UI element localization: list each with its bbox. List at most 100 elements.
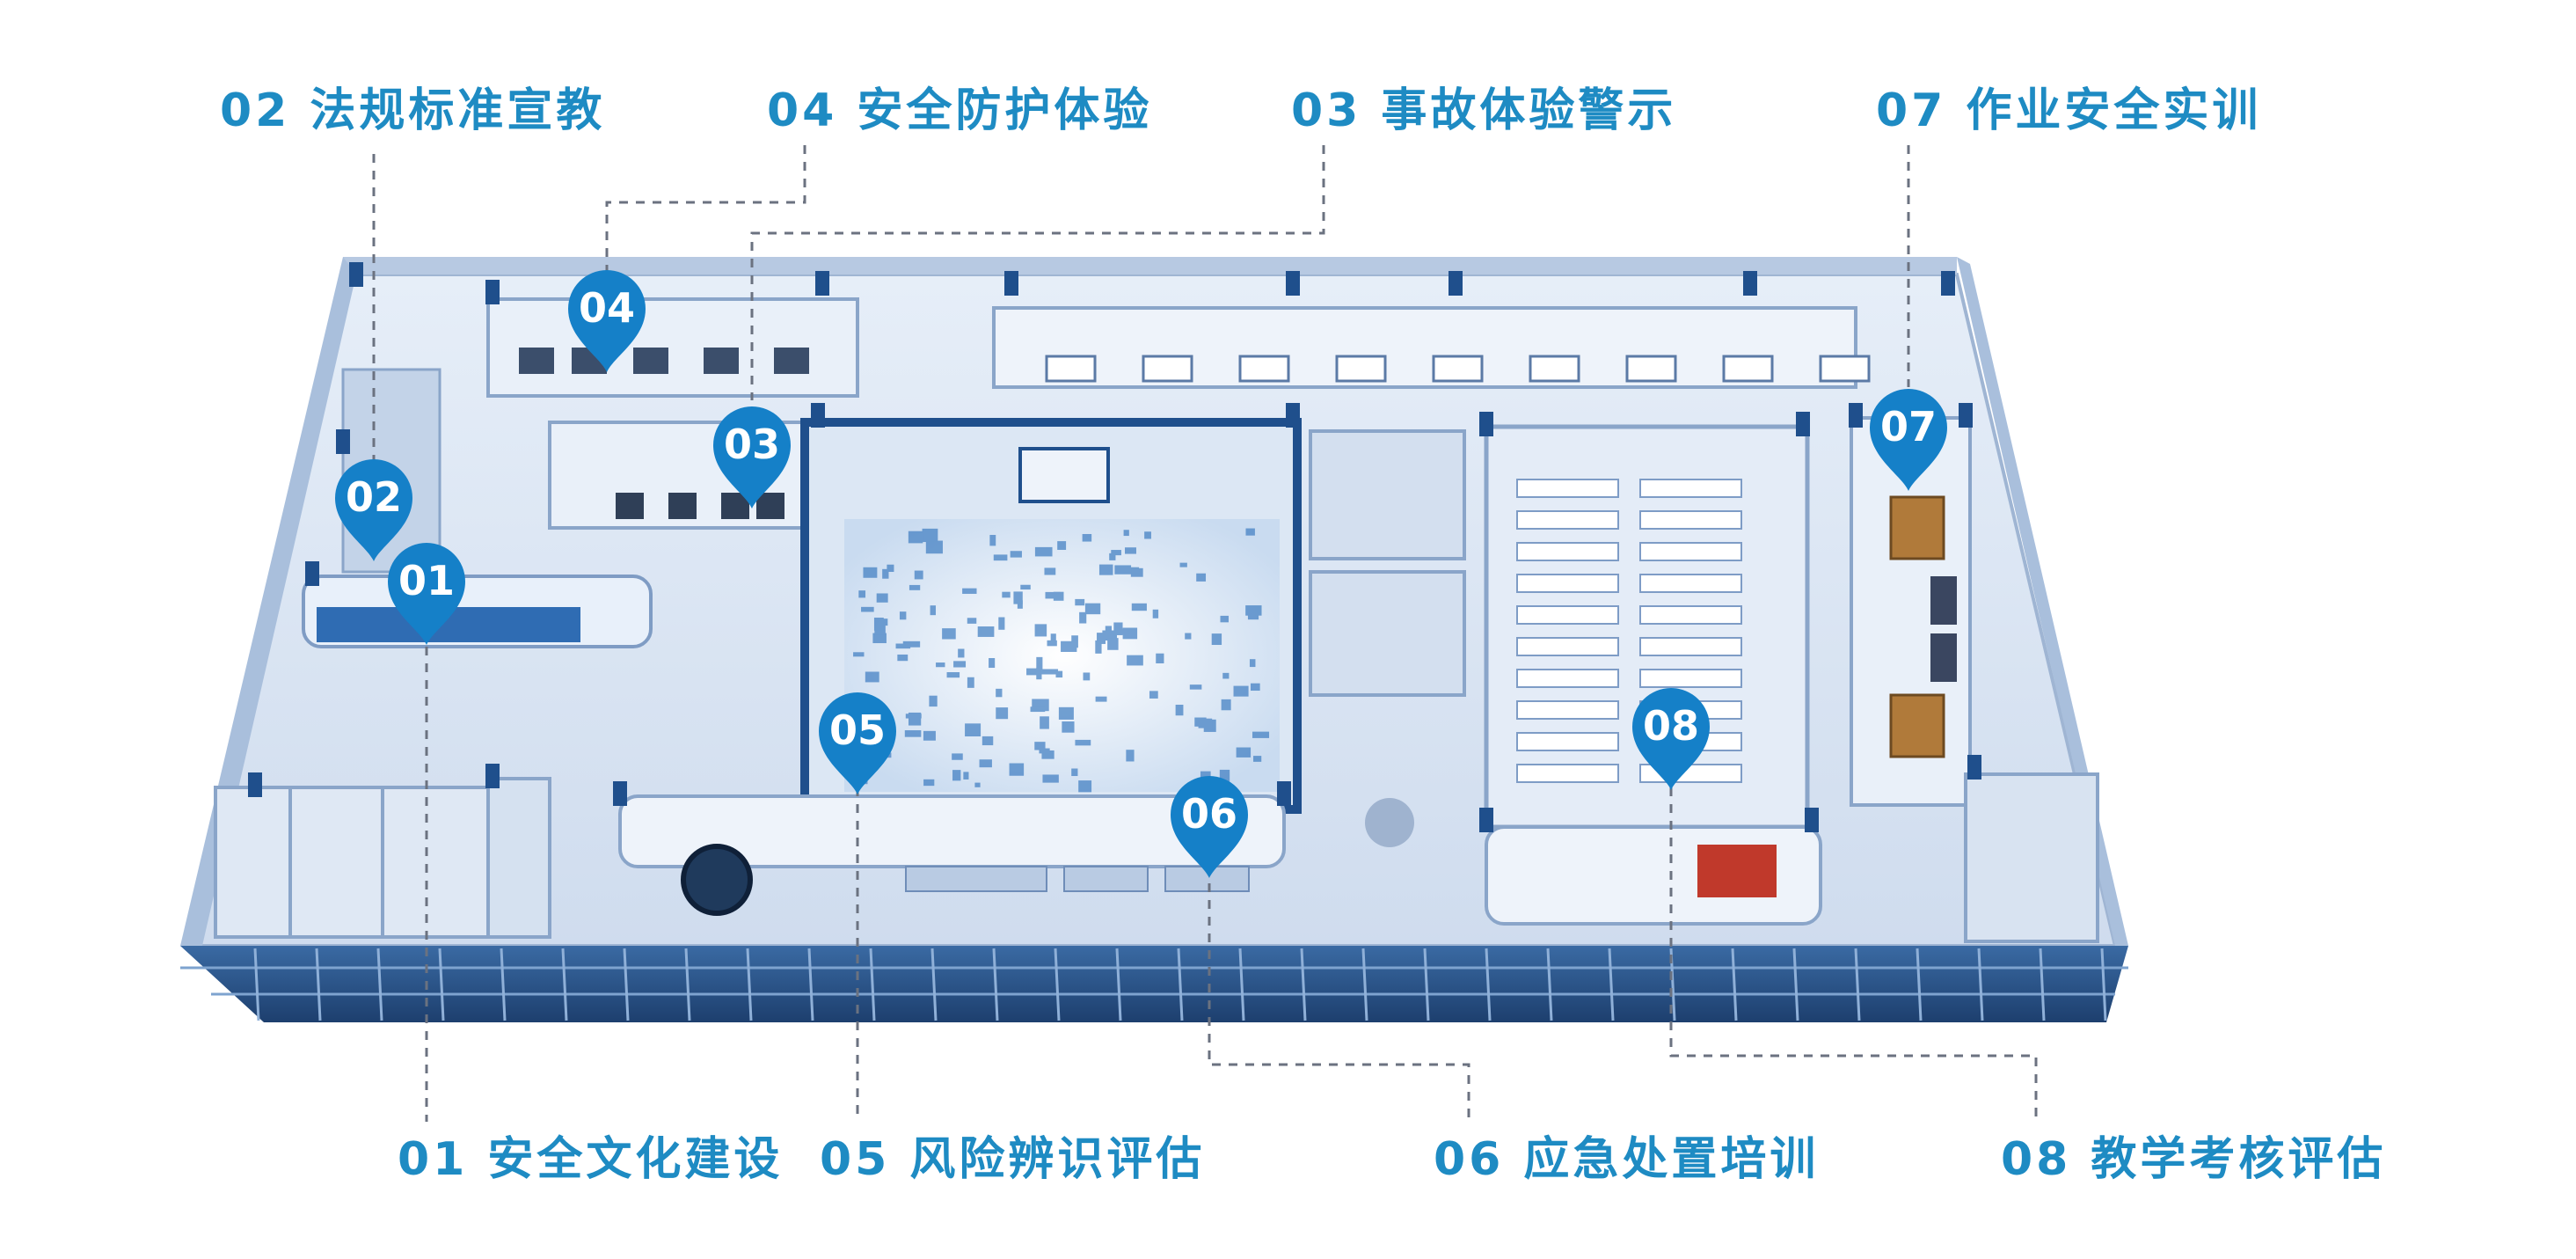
room-07-equipment	[1889, 495, 1945, 758]
floor-icon	[923, 730, 936, 741]
floor-icon	[977, 626, 995, 637]
facade-mullion	[1423, 948, 1430, 1021]
facade-mullion	[623, 948, 630, 1021]
room-mid-table	[1365, 798, 1414, 847]
floor-icon	[1030, 706, 1046, 713]
room-05-top-banner	[1018, 447, 1110, 503]
wall-pillar	[1479, 808, 1493, 832]
floor-icon	[1097, 633, 1106, 644]
floor-icon	[1211, 633, 1222, 646]
floor-icon	[1221, 699, 1231, 711]
wall-pillar	[349, 262, 363, 287]
student-desk	[1639, 510, 1742, 530]
facade-mullion	[1916, 948, 1923, 1021]
floor-icon	[1041, 669, 1059, 675]
student-desk	[1516, 574, 1619, 593]
facade-mullion	[2039, 948, 2046, 1021]
floor-icon	[930, 605, 936, 616]
floor-icon	[1253, 756, 1262, 762]
facade-mullion	[930, 948, 938, 1021]
pin-03[interactable]: 03	[710, 405, 794, 510]
pin-07[interactable]: 07	[1866, 387, 1951, 493]
floor-icon	[1075, 598, 1085, 606]
floor-icon	[962, 588, 977, 594]
floor-icon	[1233, 685, 1249, 697]
pin-01[interactable]: 01	[384, 541, 469, 647]
floor-icon	[1044, 567, 1056, 575]
floor-icon	[858, 590, 866, 598]
floor-icon	[872, 633, 887, 644]
training-station	[1238, 355, 1290, 383]
floor-icon	[989, 534, 996, 546]
floor-icon	[1079, 611, 1087, 624]
floor-icon	[1026, 668, 1040, 676]
floor-icon	[982, 736, 994, 746]
training-station	[1819, 355, 1871, 383]
wall-pillar	[1805, 808, 1819, 832]
floor-icon	[942, 628, 956, 640]
pin-number: 04	[578, 284, 635, 332]
floor-icon	[1200, 771, 1211, 780]
floor-icon	[953, 661, 967, 668]
room-training-corridor	[992, 306, 1857, 389]
floor-icon	[1036, 668, 1042, 680]
wall-pillar	[815, 271, 829, 296]
facade-mullion	[684, 948, 691, 1021]
student-desk	[1639, 669, 1742, 688]
wall-pillar	[1449, 271, 1463, 296]
floor-icon	[1017, 600, 1023, 609]
pin-02[interactable]: 02	[332, 457, 416, 563]
zone-name: 安全防护体验	[857, 84, 1153, 137]
zone-number: 01	[398, 1133, 469, 1186]
floor-icon	[1219, 769, 1230, 783]
room-lobby	[486, 777, 551, 939]
pin-number: 03	[723, 421, 780, 468]
floor-icon	[1109, 553, 1116, 560]
floor-icon	[853, 652, 865, 657]
room-small-offices	[214, 786, 490, 939]
floor-icon	[996, 688, 1003, 698]
floor-icon	[965, 723, 982, 737]
floor-icon	[963, 772, 969, 780]
pin-06[interactable]: 06	[1167, 774, 1252, 880]
map-pin-icon	[1632, 688, 1710, 790]
wall-pillar	[1849, 403, 1863, 428]
floor-icon	[899, 611, 907, 620]
floor-icon	[882, 568, 889, 579]
pin-05[interactable]: 05	[815, 691, 900, 796]
wall-pillar	[613, 781, 627, 806]
floor-icon	[1062, 721, 1075, 733]
floor-icon	[936, 662, 945, 668]
facade-mullion	[1361, 948, 1368, 1021]
floor-icon	[1083, 672, 1091, 681]
floor-icon	[1245, 605, 1262, 616]
floor-icon	[1236, 747, 1252, 758]
floor-icon	[946, 672, 960, 678]
pin-04[interactable]: 04	[565, 268, 649, 374]
map-pin-icon	[713, 406, 791, 509]
zone-name: 事故体验警示	[1381, 84, 1677, 137]
floor-icon	[923, 779, 935, 787]
facade-mullion	[1485, 948, 1492, 1021]
wall-pillars	[248, 262, 1981, 832]
floor-icon	[904, 730, 922, 737]
map-pin-icon	[335, 459, 412, 561]
wall-pillar	[1004, 271, 1018, 296]
room-05-floor-icons	[853, 528, 1270, 793]
floor-icon	[974, 782, 981, 787]
floor-icon	[952, 753, 963, 760]
facade-mullion	[1177, 948, 1184, 1021]
room-training-stations	[1045, 355, 1871, 383]
floor-icon	[1013, 591, 1023, 604]
wall-pillar	[1796, 412, 1810, 436]
facade-mullion	[561, 948, 568, 1021]
room-06-hatch	[681, 844, 753, 916]
pin-number: 05	[828, 706, 886, 754]
student-desk	[1516, 732, 1619, 751]
leader-lines	[372, 145, 2038, 1122]
wall-pillar	[1479, 412, 1493, 436]
pin-08[interactable]: 08	[1629, 686, 1713, 792]
